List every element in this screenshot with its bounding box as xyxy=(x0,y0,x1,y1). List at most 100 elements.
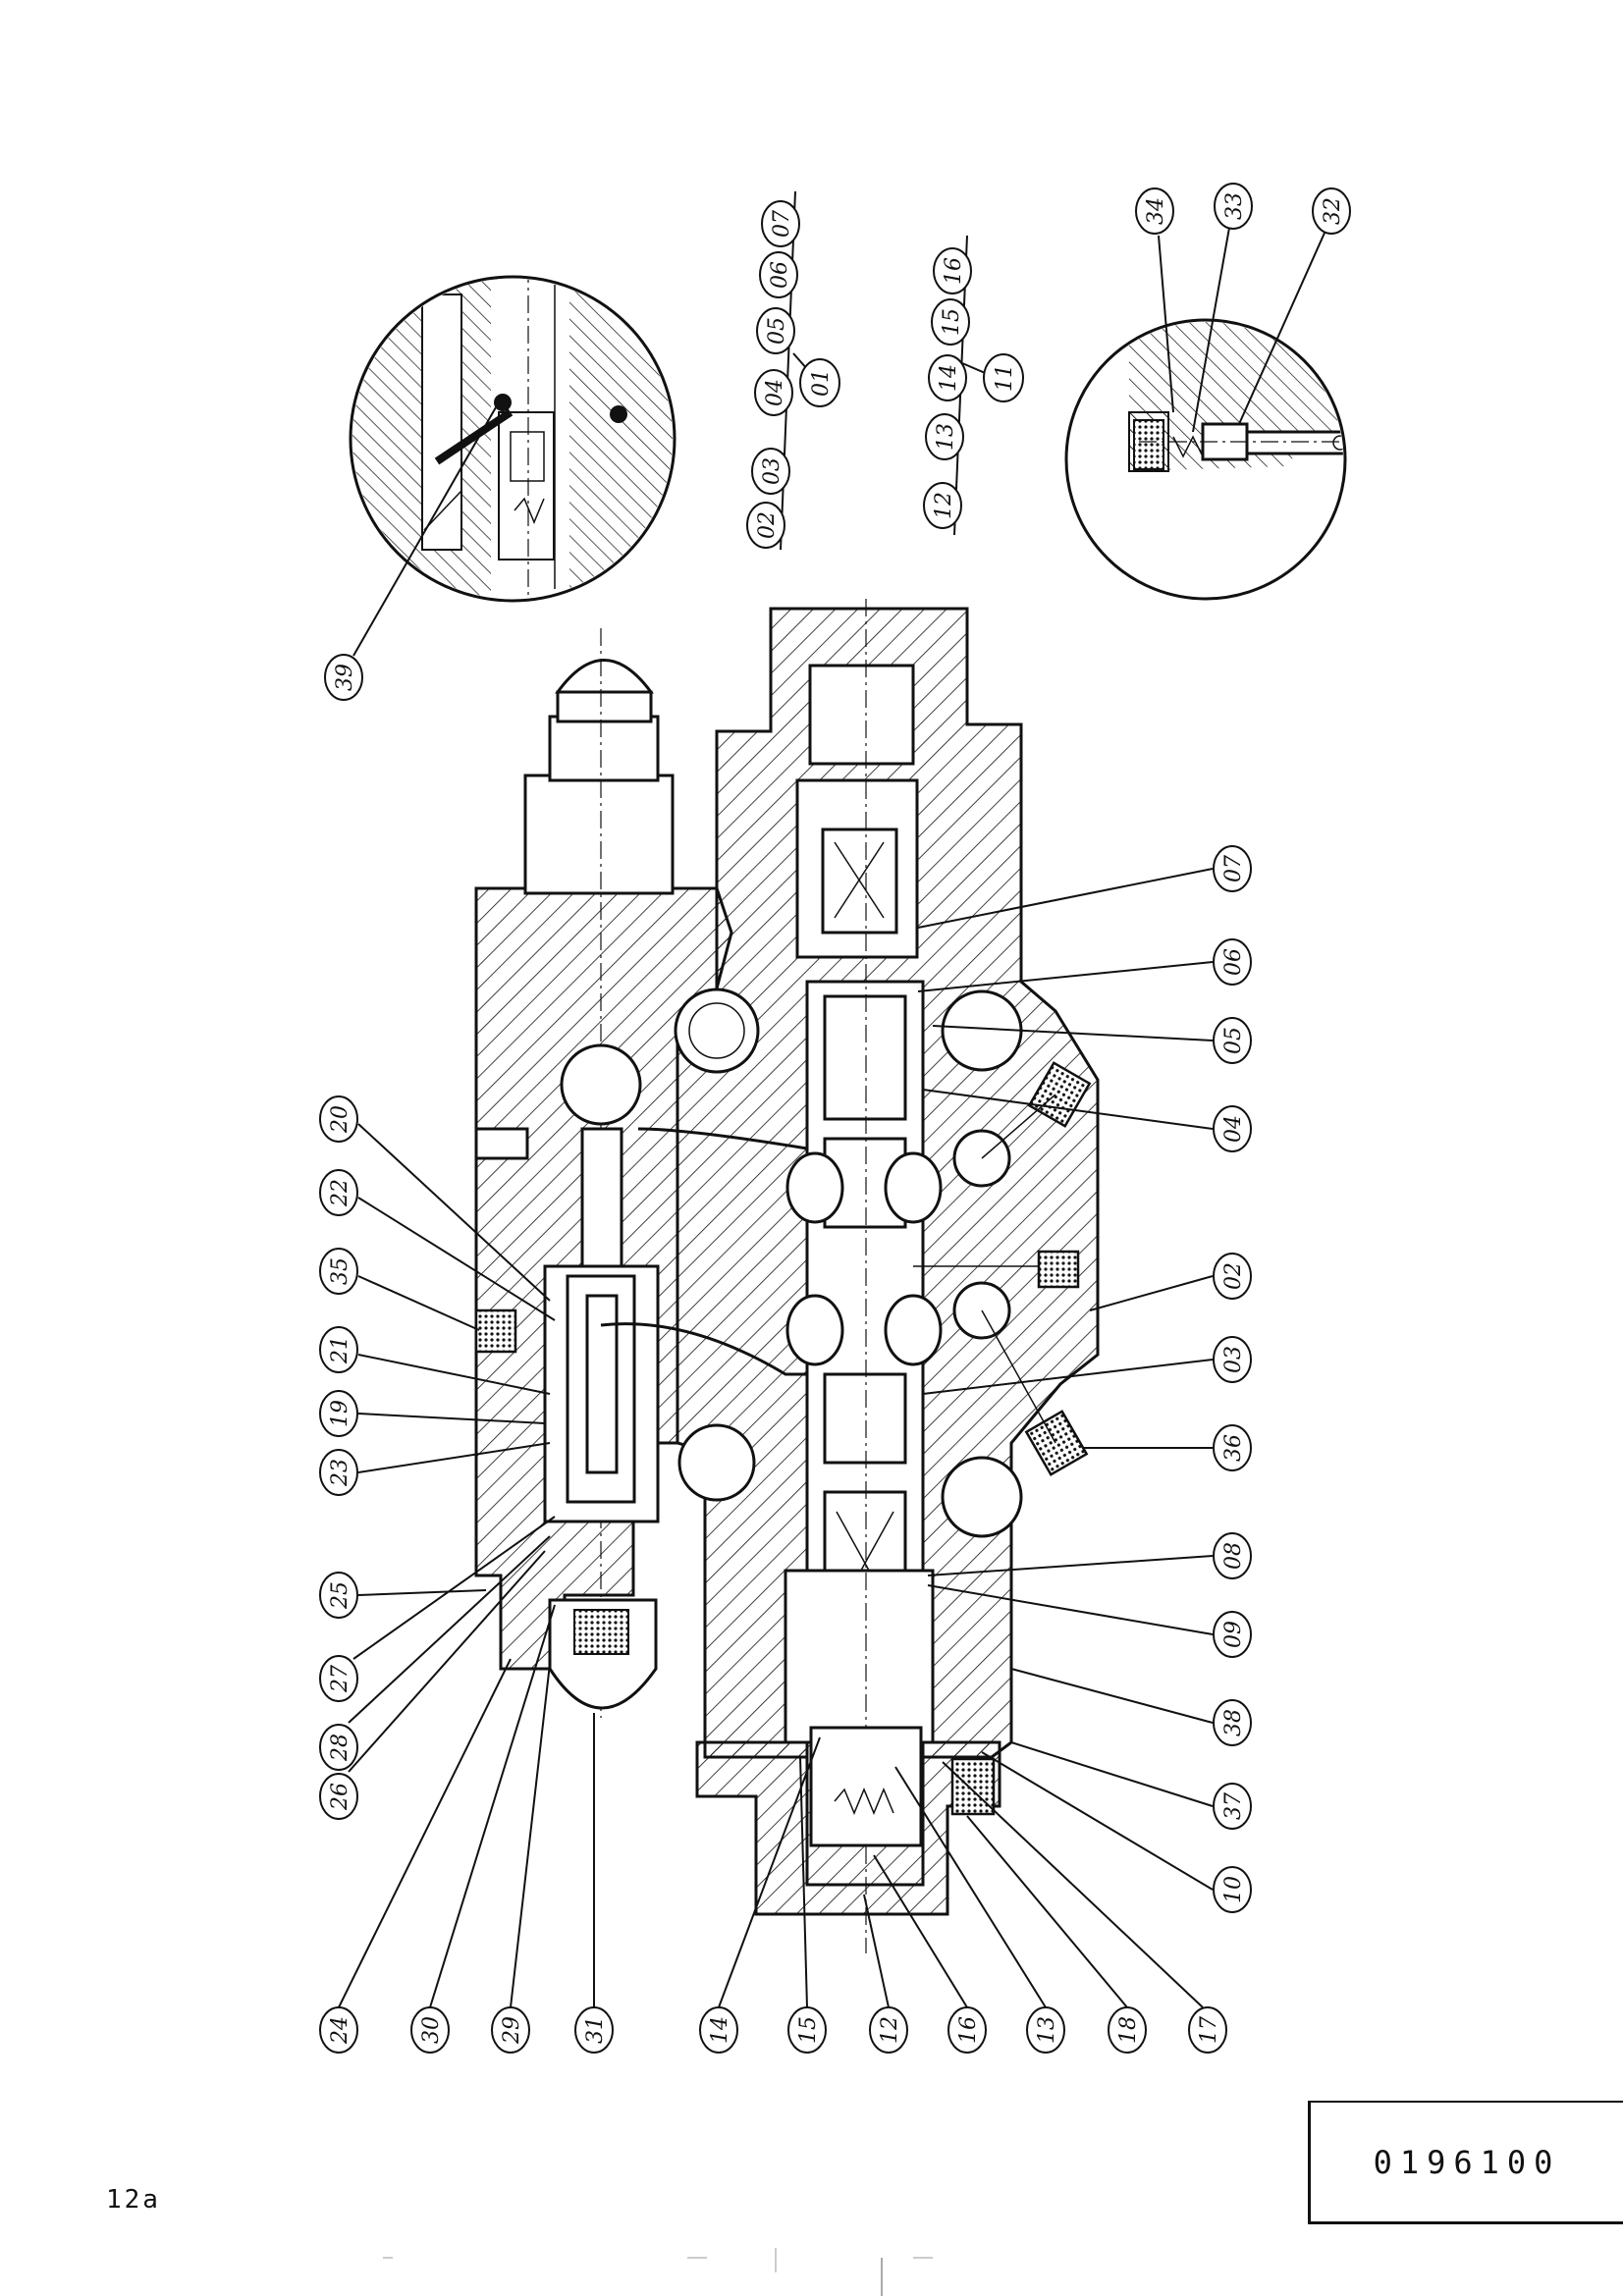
svg-text:04: 04 xyxy=(763,379,787,406)
bubble-07: 07 xyxy=(761,200,800,247)
svg-text:13: 13 xyxy=(934,423,958,451)
svg-text:21: 21 xyxy=(328,1336,352,1364)
bubble-22: 22 xyxy=(319,1169,358,1216)
bubble-12: 12 xyxy=(923,482,962,529)
bubble-25: 25 xyxy=(319,1572,358,1619)
bubble-05b: 05 xyxy=(1213,1017,1252,1064)
bubble-03: 03 xyxy=(751,448,790,495)
svg-text:02: 02 xyxy=(1221,1262,1246,1290)
svg-text:25: 25 xyxy=(328,1581,352,1610)
group-callout-11: 12 13 14 15 16 11 xyxy=(923,235,1024,536)
svg-text:34: 34 xyxy=(1144,197,1168,225)
bubble-23: 23 xyxy=(319,1449,358,1496)
svg-text:17: 17 xyxy=(1197,2016,1221,2044)
bubble-03b: 03 xyxy=(1213,1336,1252,1383)
svg-text:39: 39 xyxy=(333,664,357,691)
svg-text:05: 05 xyxy=(765,317,789,345)
bubble-04: 04 xyxy=(754,369,793,416)
bubble-08: 08 xyxy=(1213,1532,1252,1579)
bubble-02: 02 xyxy=(746,502,785,549)
svg-text:16: 16 xyxy=(956,2016,981,2044)
bubble-36: 36 xyxy=(1213,1424,1252,1471)
svg-text:04: 04 xyxy=(1221,1115,1246,1143)
svg-text:12: 12 xyxy=(878,2016,902,2044)
bubble-01: 01 xyxy=(799,358,840,407)
svg-text:11: 11 xyxy=(993,364,1017,392)
bubble-16b: 16 xyxy=(947,2006,987,2054)
svg-text:06: 06 xyxy=(1221,948,1246,976)
svg-text:26: 26 xyxy=(328,1783,352,1811)
bubble-21: 21 xyxy=(319,1326,358,1373)
svg-text:30: 30 xyxy=(419,2016,444,2044)
bubble-09: 09 xyxy=(1213,1611,1252,1658)
detail-callouts: 34 33 32 39 xyxy=(324,183,1351,701)
bubble-15: 15 xyxy=(931,298,970,346)
svg-text:32: 32 xyxy=(1321,197,1345,225)
svg-text:38: 38 xyxy=(1221,1709,1246,1736)
bubble-24: 24 xyxy=(319,2006,358,2054)
bubble-12b: 12 xyxy=(869,2006,908,2054)
svg-text:27: 27 xyxy=(328,1665,352,1693)
svg-text:15: 15 xyxy=(940,308,964,336)
left-part-callouts: 26 28 27 25 23 19 21 35 22 20 xyxy=(319,1095,556,1820)
bubble-10: 10 xyxy=(1213,1866,1252,1913)
bottom-part-callouts: 17 18 13 16 12 15 14 31 29 30 24 xyxy=(319,1604,1227,2054)
bubble-20: 20 xyxy=(319,1095,358,1143)
bubble-07b: 07 xyxy=(1213,845,1252,892)
bubble-30: 30 xyxy=(410,2006,450,2054)
relief-valve-block xyxy=(474,628,808,1718)
svg-text:12: 12 xyxy=(932,492,956,519)
bubble-33: 33 xyxy=(1214,183,1253,230)
svg-text:28: 28 xyxy=(328,1734,352,1762)
bubble-35: 35 xyxy=(319,1248,358,1295)
scan-marks xyxy=(383,2248,933,2296)
valve-body-main xyxy=(676,599,1100,1953)
bubble-13b: 13 xyxy=(1026,2006,1065,2054)
svg-text:19: 19 xyxy=(328,1400,352,1427)
svg-text:06: 06 xyxy=(768,261,792,289)
svg-text:13: 13 xyxy=(1035,2016,1059,2044)
bubble-26: 26 xyxy=(319,1773,358,1820)
page-label: 12a xyxy=(106,2185,161,2215)
bubble-34: 34 xyxy=(1135,187,1174,235)
bubble-05: 05 xyxy=(756,307,795,354)
bubble-29: 29 xyxy=(491,2006,530,2054)
bubble-04b: 04 xyxy=(1213,1105,1252,1152)
bubble-06b: 06 xyxy=(1213,938,1252,986)
bubble-06: 06 xyxy=(759,251,798,298)
svg-text:36: 36 xyxy=(1221,1434,1246,1462)
bubble-18: 18 xyxy=(1108,2006,1147,2054)
detail-view-right xyxy=(1064,318,1347,601)
end-cap-bottom xyxy=(695,1726,1001,1916)
svg-text:31: 31 xyxy=(583,2016,608,2044)
svg-text:16: 16 xyxy=(942,257,966,285)
svg-text:07: 07 xyxy=(1221,855,1246,882)
svg-text:33: 33 xyxy=(1222,192,1247,220)
bubble-15b: 15 xyxy=(787,2006,827,2054)
right-part-callouts: 07 06 05 04 02 03 36 08 09 38 37 10 xyxy=(917,845,1252,1913)
svg-text:10: 10 xyxy=(1221,1876,1246,1903)
bubble-39: 39 xyxy=(324,654,363,701)
drawing-code-box: 0196100 xyxy=(1308,2101,1623,2224)
svg-text:05: 05 xyxy=(1221,1027,1246,1054)
svg-text:20: 20 xyxy=(328,1105,352,1134)
drawing-code: 0196100 xyxy=(1373,2144,1561,2181)
bubble-31: 31 xyxy=(574,2006,614,2054)
svg-text:14: 14 xyxy=(708,2016,732,2044)
bubble-19: 19 xyxy=(319,1390,358,1437)
svg-text:07: 07 xyxy=(770,210,794,238)
detail-view-left xyxy=(349,275,676,603)
svg-text:22: 22 xyxy=(328,1179,352,1207)
svg-text:23: 23 xyxy=(328,1459,352,1487)
group-callout-01: 02 03 04 05 06 07 01 xyxy=(746,190,840,551)
svg-text:08: 08 xyxy=(1221,1542,1246,1570)
svg-text:14: 14 xyxy=(937,364,961,392)
svg-text:37: 37 xyxy=(1221,1792,1246,1820)
bubble-38: 38 xyxy=(1213,1699,1252,1746)
bubble-14: 14 xyxy=(928,354,967,401)
bubble-37: 37 xyxy=(1213,1783,1252,1830)
svg-text:02: 02 xyxy=(755,511,780,539)
svg-text:03: 03 xyxy=(1221,1346,1246,1373)
svg-text:35: 35 xyxy=(328,1257,352,1285)
